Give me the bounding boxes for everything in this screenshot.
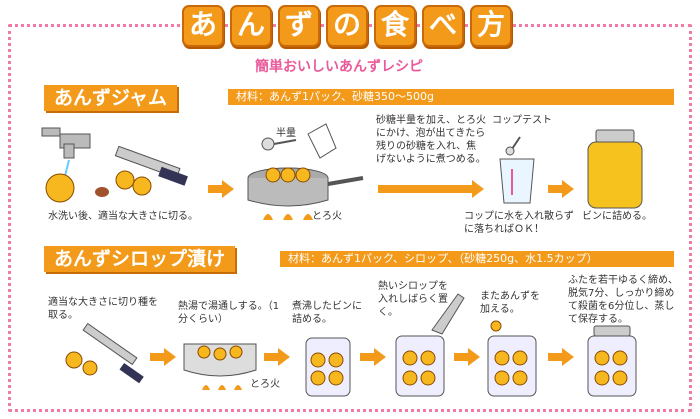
jar-illustration (305, 337, 351, 397)
title-char-6: 方 (470, 5, 512, 47)
syrup-step3-text: 煮沸したビンに詰める。 (292, 301, 362, 325)
arrow-icon (360, 348, 386, 366)
jam-jar-illustration (587, 129, 643, 209)
arrow-icon (208, 180, 234, 198)
title-char-5: べ (422, 5, 464, 47)
jam-step3-text: 砂糖半量を加え、とろ火にかけ、泡が出てきたら残りの砂糖を入れ、焦げないように煮つ… (376, 115, 486, 165)
add-fruit-jar-illustration (487, 320, 537, 397)
syrup-step4-text: 熱いシロップを入れしばらく置く。 (378, 281, 448, 318)
boil-pot-illustration (183, 343, 257, 390)
arrow-icon (150, 348, 176, 366)
title-char-3: の (326, 5, 368, 47)
arrow-icon (264, 348, 290, 366)
syrup-step1-text: 適当な大きさに切り種を取る。 (48, 297, 158, 321)
pot-illustration (247, 123, 364, 220)
title-char-2: ず (278, 5, 320, 47)
syrup-step6-text: ふたを若干ゆるく締め、脱気7分、しっかり締めて殺菌を6分位し、蒸して保存する。 (568, 275, 678, 325)
cut-illustration (65, 322, 144, 384)
syrup-step2-text: 熱湯で湯通しする。（1分くらい） (178, 301, 280, 325)
page-subtitle: 簡単おいしいあんずレシピ (255, 59, 423, 75)
title-char-0: あ (182, 5, 224, 47)
syrup-fire-label: とろ火 (250, 379, 280, 390)
cup-illustration (499, 136, 535, 204)
cup-test-label: コップテスト (492, 115, 552, 126)
title-char-1: ん (230, 5, 272, 47)
pour-syrup-illustration (395, 293, 465, 397)
sealed-jar-illustration (587, 325, 637, 397)
arrow-icon (548, 180, 574, 198)
jam-materials: 材料：あんず1パック、砂糖350〜500g (228, 89, 674, 105)
arrow-icon (454, 348, 480, 366)
jam-step1-text: 水洗い後、適当な大きさに切る。 (48, 211, 198, 222)
sugar-half-label: 半量 (276, 128, 296, 139)
long-arrow-icon (378, 180, 484, 198)
title-char-4: 食 (374, 5, 416, 47)
jam-heading: あんずジャム (44, 85, 178, 111)
syrup-heading: あんずシロップ漬け (44, 246, 236, 272)
wash-cut-illustration (41, 127, 188, 203)
bottle-text: ビンに詰める。 (582, 211, 652, 222)
jam-fire-label: とろ火 (312, 211, 342, 222)
syrup-step5-text: またあんずを加える。 (480, 291, 540, 315)
arrow-icon (548, 348, 574, 366)
cup-note-text: コップに水を入れ散らずに落ちればＯＫ！ (464, 211, 574, 235)
syrup-materials: 材料：あんず1パック、シロップ、（砂糖250g、水1.5カップ） (280, 251, 674, 267)
